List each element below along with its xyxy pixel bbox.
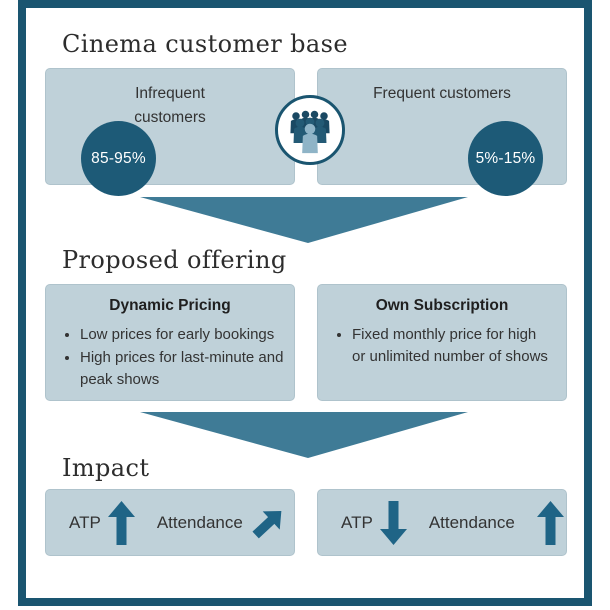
impact-dynamic-pricing-panel: ATP Attendance: [45, 489, 295, 556]
flow-down-arrow-2: [140, 412, 468, 458]
dynamic-pricing-bullets: Low prices for early bookings High price…: [80, 324, 288, 391]
atp-label: ATP: [341, 512, 373, 532]
people-group-icon: [274, 94, 346, 166]
impact-own-subscription-panel: ATP Attendance: [317, 489, 567, 556]
up-right-arrow-icon: [252, 510, 282, 538]
bullet-item: Fixed monthly price for high or unlimite…: [352, 324, 552, 368]
frequent-share-badge: 5%-15%: [468, 121, 543, 196]
up-arrow-icon: [107, 500, 135, 545]
dynamic-pricing-header: Dynamic Pricing: [109, 297, 231, 314]
attendance-label: Attendance: [156, 512, 243, 532]
flow-down-arrow-1: [140, 197, 468, 243]
customer-base-title: Cinema customer base: [62, 30, 348, 58]
down-arrow-icon: [379, 500, 407, 545]
up-arrow-icon: [536, 500, 564, 545]
own-subscription-header: Own Subscription: [375, 297, 509, 314]
proposed-offering-title: Proposed offering: [62, 246, 287, 274]
infrequent-customers-label: Infrequent customers: [134, 85, 206, 127]
infrequent-customers-panel: Infrequent customers 85-95%: [45, 68, 295, 196]
infrequent-share-badge: 85-95%: [81, 121, 156, 196]
bullet-item: Low prices for early bookings: [80, 324, 288, 346]
own-subscription-bullets: Fixed monthly price for high or unlimite…: [352, 324, 552, 368]
dynamic-pricing-panel: Dynamic Pricing Low prices for early boo…: [45, 284, 295, 401]
frequent-customers-label: Frequent customers: [373, 85, 511, 102]
impact-title: Impact: [62, 454, 150, 482]
frequent-customers-panel: Frequent customers 5%-15%: [317, 68, 567, 196]
bullet-item: High prices for last-minute and peak sho…: [80, 347, 288, 391]
attendance-label: Attendance: [428, 512, 515, 532]
own-subscription-panel: Own Subscription Fixed monthly price for…: [317, 284, 567, 401]
atp-label: ATP: [69, 512, 101, 532]
